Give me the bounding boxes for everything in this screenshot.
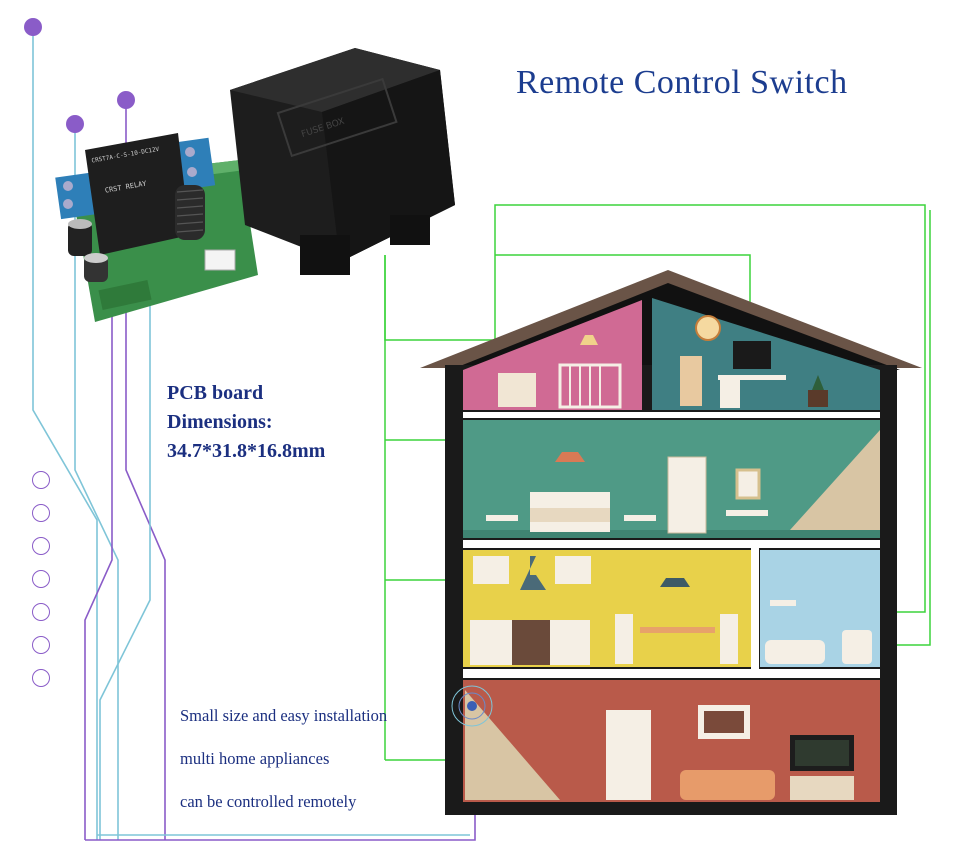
decor-circle [32, 471, 50, 489]
pcb-dimensions: 34.7*31.8*16.8mm [167, 440, 326, 462]
pcb-board-image: CRST7A-C-S-10-DC12V CRST RELAY [55, 133, 258, 322]
decor-circle [32, 669, 50, 687]
circuit-dot-3 [117, 91, 135, 109]
feature-line-2: multi home appliances [180, 749, 330, 768]
pcb-label-line2: Dimensions: [167, 411, 273, 433]
decor-circle [32, 504, 50, 522]
enclosure-image: FUSE BOX [230, 48, 455, 275]
decor-circle [32, 537, 50, 555]
feature-line-1: Small size and easy installation [180, 706, 388, 725]
house-illustration [420, 270, 922, 815]
pcb-label-line1: PCB board [167, 382, 264, 404]
decor-circle [32, 570, 50, 588]
feature-line-3: can be controlled remotely [180, 792, 357, 811]
page-title: Remote Control Switch [516, 64, 848, 101]
circuit-dot-1 [24, 18, 42, 36]
decor-circle [32, 603, 50, 621]
circuit-dot-2 [66, 115, 84, 133]
decor-circle [32, 636, 50, 654]
